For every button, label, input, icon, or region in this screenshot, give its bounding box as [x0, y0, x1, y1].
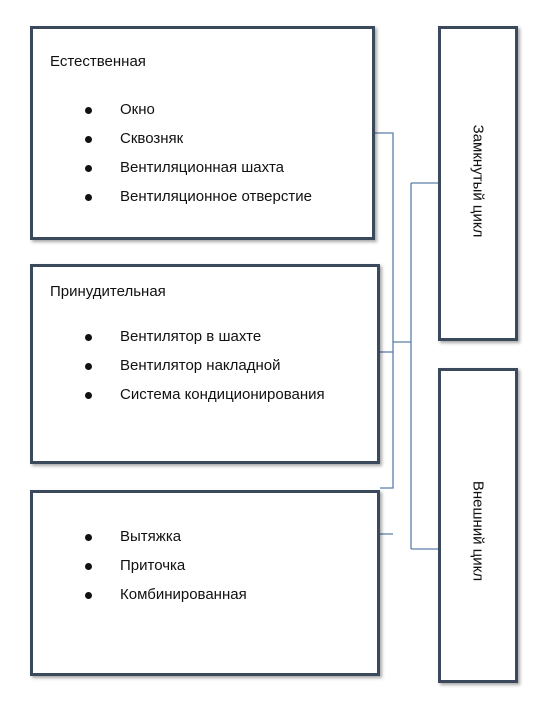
external-cycle-label: Внешний цикл	[469, 480, 487, 582]
list-item: Вентилятор накладной	[85, 355, 325, 384]
airflow-type-box: Вытяжка Приточка Комбинированная	[30, 490, 380, 676]
list-item: Комбинированная	[85, 584, 247, 613]
list-item: Приточка	[85, 555, 247, 584]
list-item: Вентиляционное отверстие	[85, 186, 312, 215]
natural-ventilation-box: Естественная Окно Сквозняк Вентиляционна…	[30, 26, 375, 240]
airflow-type-list: Вытяжка Приточка Комбинированная	[85, 526, 247, 613]
forced-ventilation-title: Принудительная	[50, 283, 166, 300]
forced-ventilation-box: Принудительная Вентилятор в шахте Вентил…	[30, 264, 380, 464]
closed-cycle-label: Замкнутый цикл	[469, 124, 487, 238]
list-item: Система кондиционирования	[85, 384, 325, 413]
external-cycle-box: Внешний цикл	[438, 368, 518, 683]
natural-ventilation-list: Окно Сквозняк Вентиляционная шахта Венти…	[85, 99, 312, 215]
list-item: Сквозняк	[85, 128, 312, 157]
list-item: Вентилятор в шахте	[85, 326, 325, 355]
natural-ventilation-title: Естественная	[50, 53, 146, 70]
list-item: Вентиляционная шахта	[85, 157, 312, 186]
list-item: Вытяжка	[85, 526, 247, 555]
list-item: Окно	[85, 99, 312, 128]
closed-cycle-box: Замкнутый цикл	[438, 26, 518, 341]
forced-ventilation-list: Вентилятор в шахте Вентилятор накладной …	[85, 326, 325, 413]
connector-airflow	[380, 341, 411, 489]
